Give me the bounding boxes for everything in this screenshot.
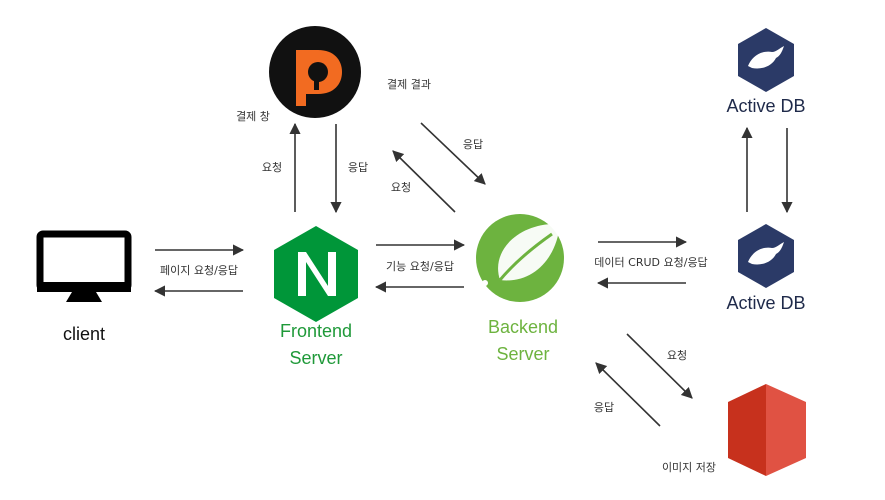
db-top-label: Active DB bbox=[726, 96, 805, 116]
mariadb-seal-icon-mid bbox=[738, 224, 794, 288]
monitor-icon bbox=[36, 230, 132, 302]
client-label: client bbox=[63, 324, 105, 344]
spring-leaf-icon bbox=[476, 214, 564, 302]
label-frontend-backend: 기능 요청/응답 bbox=[386, 260, 454, 273]
backend-label-line2: Server bbox=[496, 344, 549, 364]
label-storage-backend-response: 응답 bbox=[594, 401, 614, 414]
label-client-frontend: 페이지 요청/응답 bbox=[160, 264, 238, 277]
arrow-backend-to-storage bbox=[626, 333, 693, 399]
label-payment-frontend-response: 응답 bbox=[348, 161, 368, 174]
label-backend-payment-request: 요청 bbox=[391, 181, 411, 194]
arrow-storage-to-backend bbox=[595, 362, 661, 427]
frontend-label-line2: Server bbox=[289, 348, 342, 368]
frontend-label-line1: Frontend bbox=[280, 321, 352, 341]
label-frontend-payment-request: 요청 bbox=[262, 161, 282, 174]
label-backend-db: 데이터 CRUD 요청/응답 bbox=[594, 256, 707, 269]
label-payment-window: 결제 창 bbox=[236, 110, 270, 123]
arrow-payment-to-backend bbox=[420, 122, 486, 185]
payment-gateway-icon bbox=[269, 26, 361, 118]
s3-bucket-icon bbox=[728, 384, 806, 476]
label-image-store: 이미지 저장 bbox=[662, 461, 716, 474]
db-mid-label: Active DB bbox=[726, 293, 805, 313]
label-payment-result: 결제 결과 bbox=[387, 78, 431, 91]
backend-label-line1: Backend bbox=[488, 317, 558, 337]
mariadb-seal-icon-top bbox=[738, 28, 794, 92]
label-backend-storage-request: 요청 bbox=[667, 349, 687, 362]
arrow-backend-to-payment bbox=[392, 150, 456, 213]
label-payment-backend-response: 응답 bbox=[463, 138, 483, 151]
nginx-icon bbox=[274, 226, 358, 322]
